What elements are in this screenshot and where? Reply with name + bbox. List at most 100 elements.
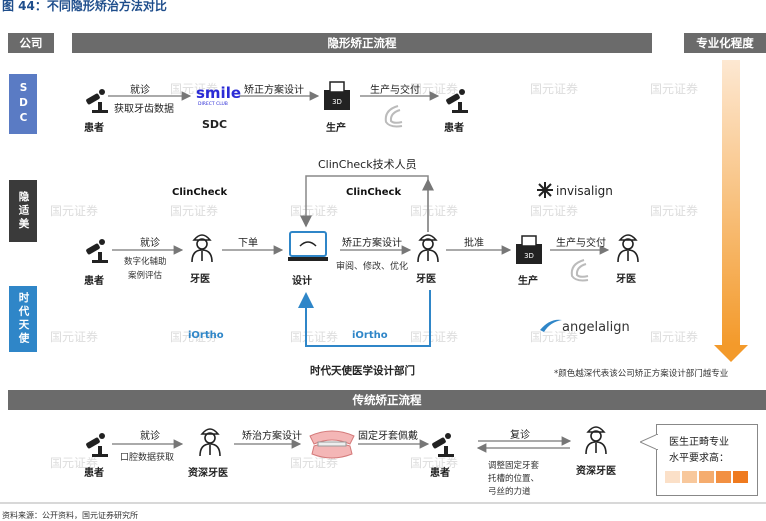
watermark: 国元证券 [410, 82, 459, 96]
mid-approve: 批准 [464, 238, 484, 249]
mid-design-plan: 矫正方案设计 [342, 238, 402, 249]
doctor-requirement-box: 医生正畸专业 水平要求高： [656, 424, 758, 496]
trad-senior1-label: 资深牙医 [188, 468, 228, 479]
aligner-icon [384, 105, 403, 128]
patient-icon [446, 89, 468, 113]
sdc-produce-label: 生产 [326, 123, 346, 134]
trad-step1-bottom: 口腔数据获取 [120, 453, 175, 463]
figure-title: 图 44：不同隐形矫治方法对比 [2, 0, 167, 13]
watermark: 国元证券 [650, 204, 699, 218]
level-swatch [733, 471, 748, 483]
sdc-step1-top: 就诊 [130, 85, 150, 96]
watermark: 国元证券 [650, 330, 699, 344]
trad-step1-top: 就诊 [140, 431, 160, 442]
watermark: 国元证券 [50, 330, 99, 344]
mid-produce-deliver: 生产与交付 [556, 238, 606, 249]
watermark: 国元证券 [290, 330, 339, 344]
printer-3d-icon: 3D [516, 235, 542, 264]
row-label-shidai-text: 时代天使 [17, 292, 30, 346]
watermark: 国元证券 [50, 204, 99, 218]
clincheck-mid-label: ClinCheck [346, 187, 402, 198]
watermark: 国元证券 [50, 456, 99, 470]
mid-review: 审阅、修改、优化 [336, 262, 409, 272]
specialization-note: *颜色越深代表该公司矫正方案设计部门越专业 [554, 369, 729, 379]
trad-followup: 复诊 [510, 430, 530, 441]
svg-text:3D: 3D [332, 98, 342, 106]
aligner-icon [570, 259, 589, 282]
sdc-patient-label: 患者 [84, 123, 104, 134]
svg-text:3D: 3D [524, 252, 534, 260]
trad-adjust1: 调整固定牙套 [488, 461, 540, 471]
sdc-patient2-label: 患者 [444, 123, 464, 134]
mid-order-label: 下单 [238, 238, 258, 249]
level-swatch [716, 471, 731, 483]
patient-icon [86, 433, 108, 457]
clincheck-loop [300, 175, 429, 232]
watermark: 国元证券 [530, 82, 579, 96]
level-swatch [699, 471, 714, 483]
trad-patient1-label: 患者 [84, 468, 104, 479]
header-company: 公司 [8, 33, 54, 53]
level-swatch [682, 471, 697, 483]
iortho-left-label: iOrtho [188, 330, 224, 341]
watermark: 国元证券 [410, 456, 459, 470]
sdc-step2: 矫正方案设计 [244, 85, 304, 96]
clincheck-left-label: ClinCheck [172, 187, 228, 198]
requirement-level-bar [665, 471, 748, 483]
doctor-icon [191, 234, 213, 263]
mid-doctor2-label: 牙医 [416, 274, 436, 285]
trad-adjust2: 托槽的位置、 [488, 474, 540, 484]
iortho-mid-label: iOrtho [352, 330, 388, 341]
doctor-icon [585, 426, 607, 455]
mid-patient-label: 患者 [84, 276, 104, 287]
source-note: 资料来源：公开资料，国元证券研究所 [2, 511, 138, 520]
printer-3d-icon: 3D [324, 81, 350, 110]
row-label-shidai: 时代天使 [9, 286, 37, 352]
specialization-arrow-head [714, 345, 748, 362]
mid-doctor3-label: 牙医 [616, 274, 636, 285]
header-process: 隐形矫正流程 [72, 33, 652, 53]
sdc-step3: 生产与交付 [370, 85, 420, 96]
mid-step1-top: 就诊 [140, 238, 160, 249]
doctor-requirement-line2: 水平要求高： [669, 453, 729, 464]
invisalign-star-icon [537, 182, 553, 198]
row-label-angel-text: 隐适美 [17, 190, 30, 232]
angelalign-swoosh-icon [540, 319, 562, 332]
trad-step3: 固定牙套佩戴 [358, 431, 418, 442]
doctor-requirement-line1: 医生正畸专业 [669, 437, 729, 448]
row-label-angel: 隐适美 [9, 180, 37, 242]
smile-logo-word: smile [196, 84, 242, 102]
trad-step2: 矫治方案设计 [242, 431, 302, 442]
watermark: 国元证券 [410, 330, 459, 344]
mid-step1-b1: 数字化辅助 [124, 257, 167, 267]
patient-icon [86, 239, 108, 263]
clincheck-tech-label: ClinCheck技术人员 [318, 158, 417, 171]
shidai-dept-label: 时代天使医学设计部门 [310, 365, 415, 377]
row-label-sdc: SDC [9, 74, 37, 134]
invisalign-logo: invisalign [556, 184, 613, 198]
watermark: 国元证券 [410, 204, 459, 218]
trad-adjust3: 弓丝的力道 [488, 487, 531, 497]
trad-patient2-label: 患者 [430, 468, 450, 479]
trad-senior2-label: 资深牙医 [576, 466, 616, 477]
sdc-company-label: SDC [202, 118, 228, 131]
mid-produce-label: 生产 [518, 276, 538, 287]
smile-logo: smile [196, 84, 241, 102]
mid-doctor1-label: 牙医 [190, 274, 210, 285]
header-specialization: 专业化程度 [684, 33, 766, 53]
sdc-step1-bottom: 获取牙齿数据 [114, 104, 174, 115]
smile-logo-sub: DIRECT CLUB [198, 102, 228, 107]
level-swatch [665, 471, 680, 483]
row-label-sdc-text: SDC [17, 81, 30, 127]
patient-icon [86, 89, 108, 113]
callout-pointer [640, 434, 658, 450]
watermark: 国元证券 [170, 204, 219, 218]
doctor-icon [199, 428, 221, 457]
mid-step1-b2: 案例评估 [128, 271, 163, 281]
doctor-icon [417, 234, 439, 263]
header-traditional: 传统矫正流程 [8, 390, 766, 410]
patient-icon [432, 433, 454, 457]
watermark: 国元证券 [290, 456, 339, 470]
watermark: 国元证券 [170, 330, 219, 344]
watermark: 国元证券 [290, 204, 339, 218]
